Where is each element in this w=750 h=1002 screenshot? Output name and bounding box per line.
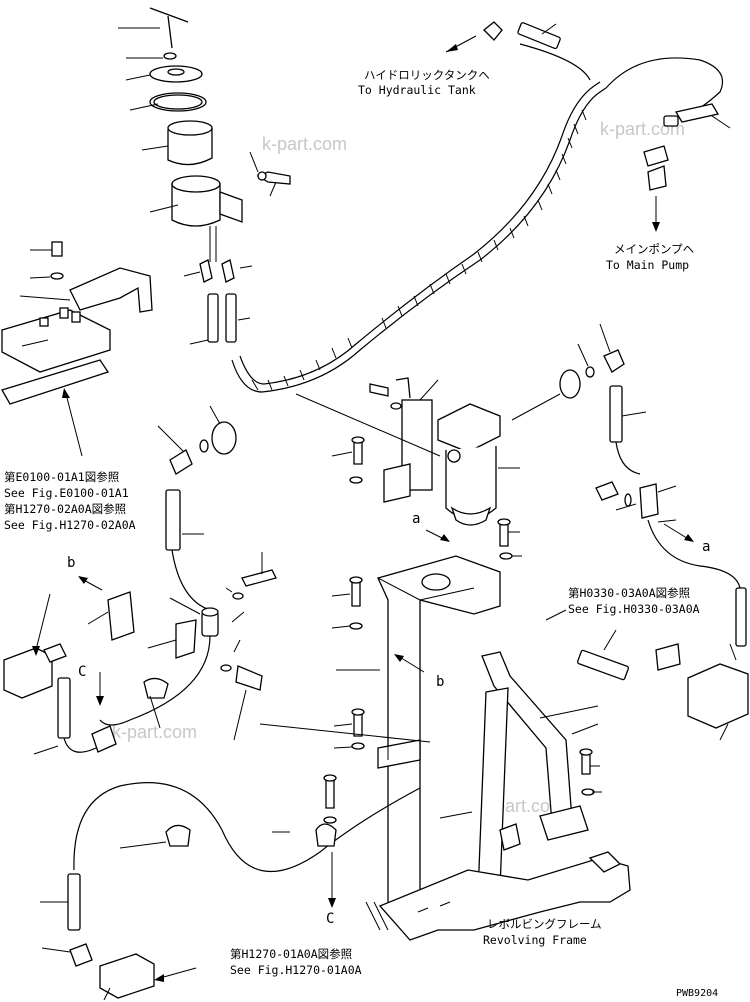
clamp-group-left [87, 552, 431, 743]
arrow-c-left [96, 672, 104, 706]
watermark: k-part.com [262, 134, 347, 154]
right-valve-assembly [577, 481, 749, 741]
ref-h1270-02-jp: 第H1270-02A0A図参照 [4, 502, 126, 516]
label-revolving-frame-en: Revolving Frame [483, 933, 587, 947]
ref-h1270-01-en: See Fig.H1270-01A0A [230, 963, 362, 977]
label-main-pump-en: To Main Pump [606, 258, 689, 272]
hose-fittings-upper [183, 259, 253, 345]
watermark: k-part.com [112, 722, 197, 742]
main-pump-fittings [643, 103, 731, 232]
filter-outlet-fittings [511, 323, 647, 475]
drawing-code: PWB9204 [676, 988, 718, 999]
lower-left-valve [3, 593, 117, 755]
letter-c-left: C [78, 664, 86, 680]
letter-a-right: a [702, 539, 710, 555]
filter-assembly-top [149, 7, 291, 262]
label-revolving-frame-jp: レボルビングフレーム [487, 917, 602, 931]
leader-lines-top [118, 27, 277, 213]
ref-h0330-en: See Fig.H0330-03A0A [568, 602, 700, 616]
arrow-b-left [78, 576, 103, 591]
ref-h1270-01-jp: 第H1270-01A0A図参照 [230, 947, 352, 961]
arrow-a-center [425, 529, 450, 542]
reference-arrow-e0100 [62, 388, 83, 457]
ref-h0330-jp: 第H0330-03A0A図参照 [568, 586, 690, 600]
central-bracket [377, 463, 501, 909]
arrow-b-center [394, 654, 425, 673]
revolving-frame [365, 851, 631, 941]
bracket-bolts [323, 436, 522, 824]
lower-long-hose [40, 782, 421, 1001]
ref-e0100-en: See Fig.E0100-01A1 [4, 486, 129, 500]
letter-c-bottom: C [326, 911, 334, 927]
letter-b-left: b [67, 555, 75, 571]
left-bracket-assembly [1, 241, 153, 405]
label-main-pump-jp: メインポンプヘ [614, 242, 694, 256]
arrow-c-bottom [154, 852, 336, 982]
arrow-to-tank [445, 35, 477, 53]
central-filter [369, 377, 520, 526]
letter-b-center: b [436, 674, 444, 690]
ref-h1270-02-en: See Fig.H1270-02A0A [4, 518, 136, 532]
label-hydraulic-tank-jp: ハイドロリックタンクヘ [364, 68, 490, 82]
letter-a-center: a [412, 511, 420, 527]
ref-e0100-jp: 第E0100-01A1図参照 [4, 470, 119, 484]
label-hydraulic-tank-en: To Hydraulic Tank [358, 83, 476, 97]
support-arm [439, 609, 602, 895]
spiral-hose [231, 21, 724, 393]
left-hose-elbows [157, 393, 441, 611]
